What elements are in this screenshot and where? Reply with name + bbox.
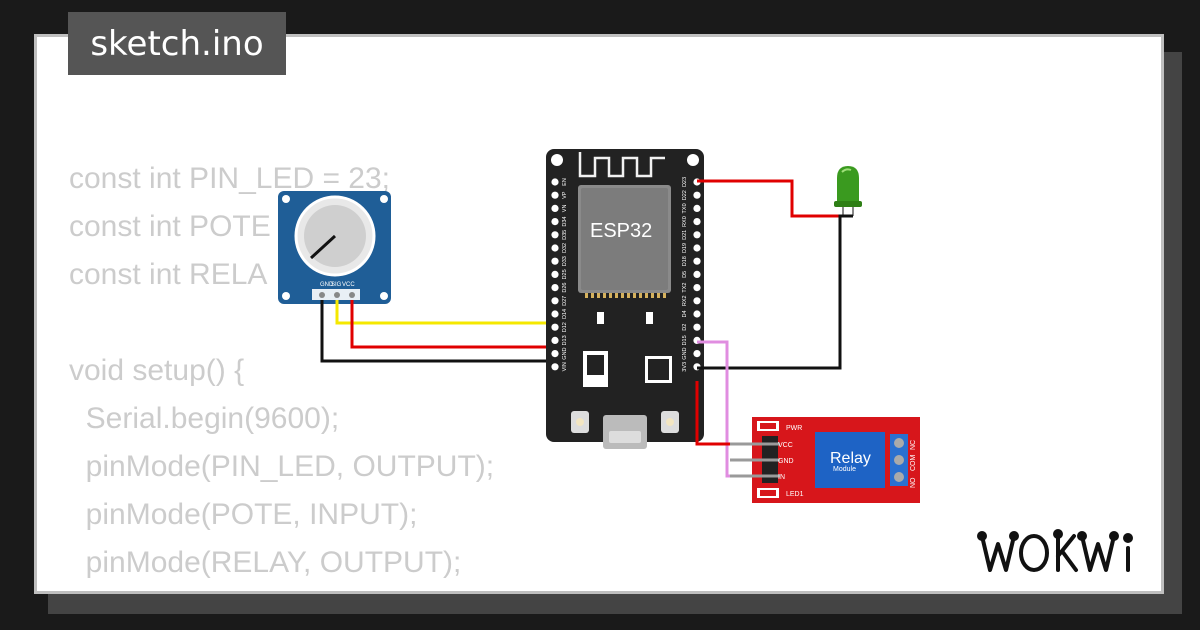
potentiometer-knob[interactable] — [309, 234, 337, 260]
esp32-pin-label: VP — [562, 191, 568, 199]
relay-terminal-label: NO — [910, 477, 917, 488]
esp32-pin[interactable] — [551, 363, 559, 371]
esp32-pin[interactable] — [551, 204, 559, 212]
relay-pin-label: GND — [778, 458, 794, 465]
relay-led-label: LED1 — [786, 491, 804, 498]
esp32-pin-label: D35 — [562, 230, 568, 240]
esp32-pin[interactable] — [693, 310, 701, 318]
wire-pot-gnd[interactable] — [320, 300, 555, 363]
esp32-chip-label: ESP32 — [590, 220, 652, 242]
esp32-pin[interactable] — [693, 270, 701, 278]
code-line: const int PIN_LED = 23; — [69, 162, 391, 195]
esp32-pin-label: RX2 — [682, 295, 688, 306]
esp32-pin-label: D21 — [682, 230, 688, 240]
code-line: pinMode(POTE, INPUT); — [69, 498, 418, 531]
esp32-pin[interactable] — [693, 204, 701, 212]
wire-pot-vcc[interactable] — [350, 300, 555, 349]
esp32-pin[interactable] — [551, 218, 559, 226]
esp32-pin-label: TX2 — [682, 283, 688, 293]
esp32-pin[interactable] — [693, 244, 701, 252]
pot-pin-label: VCC — [342, 282, 355, 288]
relay-terminal-label: NC — [910, 440, 917, 450]
relay-terminal-label: COM — [910, 455, 917, 472]
esp32-pin[interactable] — [693, 231, 701, 239]
code-line: const int RELA — [69, 258, 268, 291]
esp32-pin-label: D19 — [682, 243, 688, 253]
relay-pwr-label: PWR — [786, 425, 802, 432]
esp32-pin-label: VN — [562, 205, 568, 213]
esp32-pin-label: D4 — [682, 310, 688, 317]
esp32-pin[interactable] — [551, 257, 559, 265]
led-green[interactable] — [834, 166, 862, 216]
esp32-pin-label: RX0 — [682, 216, 688, 227]
esp32-pin[interactable] — [693, 191, 701, 199]
esp32-pin-label: VIN — [562, 362, 568, 371]
esp32-pin[interactable] — [551, 297, 559, 305]
wire-gnd-led[interactable] — [697, 214, 853, 370]
code-line: void setup() { — [69, 354, 245, 387]
relay-pin-label: VCC — [778, 442, 793, 449]
code-preview: const int PIN_LED = 23; const int POTE con… — [69, 155, 494, 587]
file-tab-label: sketch.ino — [90, 23, 264, 64]
esp32-pin-label: D18 — [682, 256, 688, 266]
code-line: pinMode(PIN_LED, OUTPUT); — [69, 450, 495, 483]
esp32-pin[interactable] — [551, 244, 559, 252]
esp32-pin-label: D33 — [562, 256, 568, 266]
pot-pin-label: SIG — [331, 282, 342, 288]
esp32-pin-label: D22 — [682, 190, 688, 200]
esp32-pin[interactable] — [551, 323, 559, 331]
wire-pot-sig[interactable] — [335, 300, 557, 332]
esp32-pin[interactable] — [551, 284, 559, 292]
pot-pin-label: GND — [320, 282, 334, 288]
esp32-pin-label: D27 — [562, 296, 568, 306]
esp32-pin-label: D34 — [562, 217, 568, 227]
esp32-pin-label: D32 — [562, 243, 568, 253]
esp32-pin-label: D14 — [562, 309, 568, 319]
relay-subtitle: Module — [833, 466, 856, 473]
esp32-pin[interactable] — [693, 257, 701, 265]
relay-pin-label: IN — [778, 474, 785, 481]
esp32-pin-label: D25 — [562, 269, 568, 279]
esp32-pin[interactable] — [551, 231, 559, 239]
esp32-pin-label: D5 — [682, 271, 688, 278]
wire-d23-led[interactable] — [697, 179, 843, 218]
esp32-pin-label: D26 — [562, 283, 568, 293]
relay-title: Relay — [830, 450, 871, 467]
esp32-pin[interactable] — [693, 350, 701, 358]
esp32-pin-label: GND — [682, 347, 688, 359]
esp32-pin[interactable] — [693, 323, 701, 331]
code-line: pinMode(RELAY, OUTPUT); — [69, 546, 462, 579]
esp32-board[interactable]: ESP32 — [546, 149, 704, 449]
esp32-pin[interactable] — [693, 297, 701, 305]
esp32-pin-label: TX0 — [682, 203, 688, 213]
esp32-pin[interactable] — [551, 270, 559, 278]
esp32-pin-label: 3V3 — [682, 362, 688, 372]
esp32-pin[interactable] — [551, 336, 559, 344]
esp32-pin-label: D23 — [682, 177, 688, 187]
file-tab[interactable]: sketch.ino — [68, 12, 286, 75]
code-line: const int POTE — [69, 210, 271, 243]
code-line: Serial.begin(9600); — [69, 402, 340, 435]
esp32-pin-label: D13 — [562, 335, 568, 345]
esp32-pin[interactable] — [693, 218, 701, 226]
esp32-pin-label: GND — [562, 347, 568, 359]
esp32-pin-label: D15 — [682, 335, 688, 345]
esp32-pin-label: D12 — [562, 322, 568, 332]
esp32-pin[interactable] — [693, 284, 701, 292]
relay-module[interactable]: PWR LED1 VCC GND IN Relay Module NO COM … — [730, 417, 920, 503]
wokwi-logo — [977, 529, 1133, 572]
esp32-pin[interactable] — [551, 350, 559, 358]
esp32-pin[interactable] — [551, 310, 559, 318]
esp32-pin-label: D2 — [682, 324, 688, 331]
esp32-pin-label: EN — [562, 178, 568, 186]
esp32-pin[interactable] — [551, 178, 559, 186]
potentiometer[interactable]: GND SIG VCC — [278, 191, 391, 304]
esp32-pin[interactable] — [551, 191, 559, 199]
